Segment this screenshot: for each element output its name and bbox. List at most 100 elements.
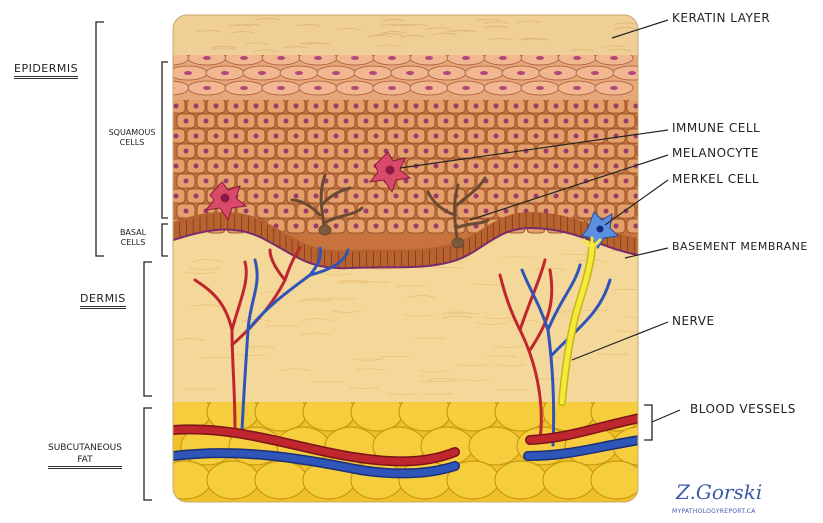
cell-nucleus <box>394 134 399 139</box>
cell-nucleus <box>184 209 189 214</box>
cell-nucleus <box>544 119 549 124</box>
cell-nucleus <box>314 164 319 169</box>
cell-nucleus <box>404 119 409 124</box>
cell-nucleus <box>514 194 519 199</box>
flattened-cells <box>151 51 651 95</box>
cell-nucleus <box>424 209 429 214</box>
cell-nucleus <box>364 209 369 214</box>
cell-nucleus <box>314 104 319 109</box>
fat-lobule <box>543 461 595 499</box>
cell-nucleus <box>174 164 179 169</box>
cell-nucleus <box>374 104 379 109</box>
cell-nucleus <box>494 104 499 109</box>
cell-nucleus <box>254 194 259 199</box>
artist-signature: Z.Gorski <box>676 480 762 504</box>
cell-nucleus <box>534 134 539 139</box>
cell-nucleus <box>544 179 549 184</box>
cell-nucleus <box>388 86 396 90</box>
cell-nucleus <box>604 119 609 124</box>
cell-nucleus <box>224 179 229 184</box>
cell-nucleus <box>474 104 479 109</box>
cell-nucleus <box>304 119 309 124</box>
cell-nucleus <box>424 119 429 124</box>
cell-nucleus <box>494 194 499 199</box>
cell-nucleus <box>324 209 329 214</box>
cell-nucleus <box>414 104 419 109</box>
cell-nucleus <box>221 71 229 75</box>
cell-nucleus <box>254 164 259 169</box>
cell-nucleus <box>624 149 629 154</box>
cell-nucleus <box>484 149 489 154</box>
cell-nucleus <box>414 224 419 229</box>
label-subcutaneous-fat: Subcutaneous fat <box>48 442 122 469</box>
squamous-cell <box>637 174 655 188</box>
cell-nucleus <box>184 149 189 154</box>
cell-nucleus <box>624 179 629 184</box>
cell-nucleus <box>504 119 509 124</box>
cell-nucleus <box>554 134 559 139</box>
cell-nucleus <box>294 164 299 169</box>
cell-nucleus <box>464 119 469 124</box>
fat-lobule <box>207 461 259 499</box>
cell-nucleus <box>591 71 599 75</box>
cell-nucleus <box>277 86 285 90</box>
cell-nucleus <box>584 149 589 154</box>
flattened-cell <box>151 81 189 95</box>
cell-nucleus <box>354 224 359 229</box>
cell-nucleus <box>394 224 399 229</box>
cell-nucleus <box>324 149 329 154</box>
cell-nucleus <box>614 224 619 229</box>
label-squamous-line-2: cells <box>104 138 160 148</box>
cell-nucleus <box>614 164 619 169</box>
cell-nucleus <box>594 104 599 109</box>
cell-nucleus <box>564 149 569 154</box>
cell-nucleus <box>344 209 349 214</box>
cell-nucleus <box>573 86 581 90</box>
website-credit: MyPathologyReport.ca <box>672 508 756 515</box>
cell-nucleus <box>434 224 439 229</box>
cell-nucleus <box>628 71 636 75</box>
cell-nucleus <box>517 71 525 75</box>
cell-nucleus <box>214 134 219 139</box>
label-squamous-line-1: Squamous <box>104 128 160 138</box>
cell-nucleus <box>644 149 649 154</box>
cell-nucleus <box>240 56 248 60</box>
cell-nucleus <box>524 179 529 184</box>
cell-nucleus <box>234 164 239 169</box>
label-subcutaneous-line-2: fat <box>48 454 122 466</box>
cell-nucleus <box>614 194 619 199</box>
cell-nucleus <box>314 134 319 139</box>
cell-nucleus <box>624 119 629 124</box>
cell-nucleus <box>364 119 369 124</box>
cell-nucleus <box>494 164 499 169</box>
cell-nucleus <box>554 194 559 199</box>
cell-nucleus <box>394 104 399 109</box>
cell-nucleus <box>194 164 199 169</box>
cell-nucleus <box>414 134 419 139</box>
cell-nucleus <box>564 179 569 184</box>
cell-nucleus <box>434 164 439 169</box>
cell-nucleus <box>274 104 279 109</box>
label-melanocyte: Melanocyte <box>672 146 759 160</box>
cell-nucleus <box>354 194 359 199</box>
cell-nucleus <box>334 224 339 229</box>
cell-nucleus <box>294 194 299 199</box>
cell-nucleus <box>244 119 249 124</box>
cell-nucleus <box>464 179 469 184</box>
cell-nucleus <box>264 149 269 154</box>
cell-nucleus <box>464 209 469 214</box>
squamous-cell <box>637 204 655 218</box>
cell-nucleus <box>564 119 569 124</box>
cell-nucleus <box>474 164 479 169</box>
cell-nucleus <box>604 149 609 154</box>
cell-nucleus <box>554 104 559 109</box>
cell-nucleus <box>244 149 249 154</box>
cell-nucleus <box>364 149 369 154</box>
cell-nucleus <box>544 149 549 154</box>
cell-nucleus <box>369 71 377 75</box>
cell-nucleus <box>264 209 269 214</box>
fat-lobule <box>495 461 547 499</box>
cell-nucleus <box>474 194 479 199</box>
squamous-cell <box>637 114 655 128</box>
cell-nucleus <box>332 71 340 75</box>
